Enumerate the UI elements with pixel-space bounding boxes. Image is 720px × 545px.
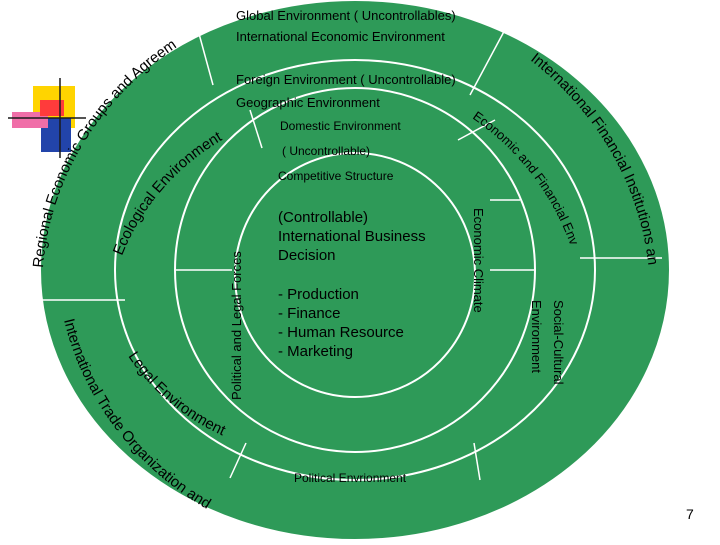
deco-pink-bar <box>12 112 48 128</box>
divider-line <box>457 119 496 141</box>
divider-line <box>229 442 247 479</box>
divider-line <box>249 109 263 149</box>
divider-line <box>191 7 214 86</box>
geographic-environment-text: Geographic Environment <box>236 95 380 110</box>
function-item: - Production <box>278 286 359 303</box>
page-number: 7 <box>686 506 694 522</box>
domestic-environment-text: Domestic Environment <box>280 119 401 133</box>
social-environment-text: Environment <box>529 300 544 373</box>
function-item: - Marketing <box>278 343 353 360</box>
function-item: - Human Resource <box>278 324 404 341</box>
controllable-block: (Controllable) International Business De… <box>278 209 426 264</box>
controllable-line: International Business <box>278 228 426 245</box>
segment-dividers <box>35 7 662 481</box>
economic-climate-text: Economic Climate <box>471 208 486 313</box>
foreign-environment-text: Foreign Environment ( Uncontrollable) <box>236 72 456 87</box>
deco-red-square <box>40 100 64 116</box>
uncontrollable-text: ( Uncontrollable) <box>282 144 370 158</box>
global-environment-text: Global Environment ( Uncontrollables) <box>236 8 456 23</box>
core-circle <box>234 152 476 398</box>
controllable-line: Decision <box>278 247 336 264</box>
functions-list: - Production - Finance - Human Resource … <box>278 286 404 360</box>
rings <box>35 0 671 540</box>
function-item: - Finance <box>278 305 341 322</box>
divider-line <box>469 23 509 96</box>
intl-economic-environment-text: International Economic Environment <box>236 29 445 44</box>
divider-line <box>473 442 481 481</box>
decorative-squares <box>8 78 86 158</box>
political-environment-text: Political Envrionment <box>294 471 407 485</box>
competitive-structure-text: Competitive Structure <box>278 169 394 183</box>
political-legal-forces-text: Political and Legal Forces <box>229 251 244 400</box>
social-cultural-text: Social-Cultural <box>551 300 566 385</box>
controllable-line: (Controllable) <box>278 209 368 226</box>
